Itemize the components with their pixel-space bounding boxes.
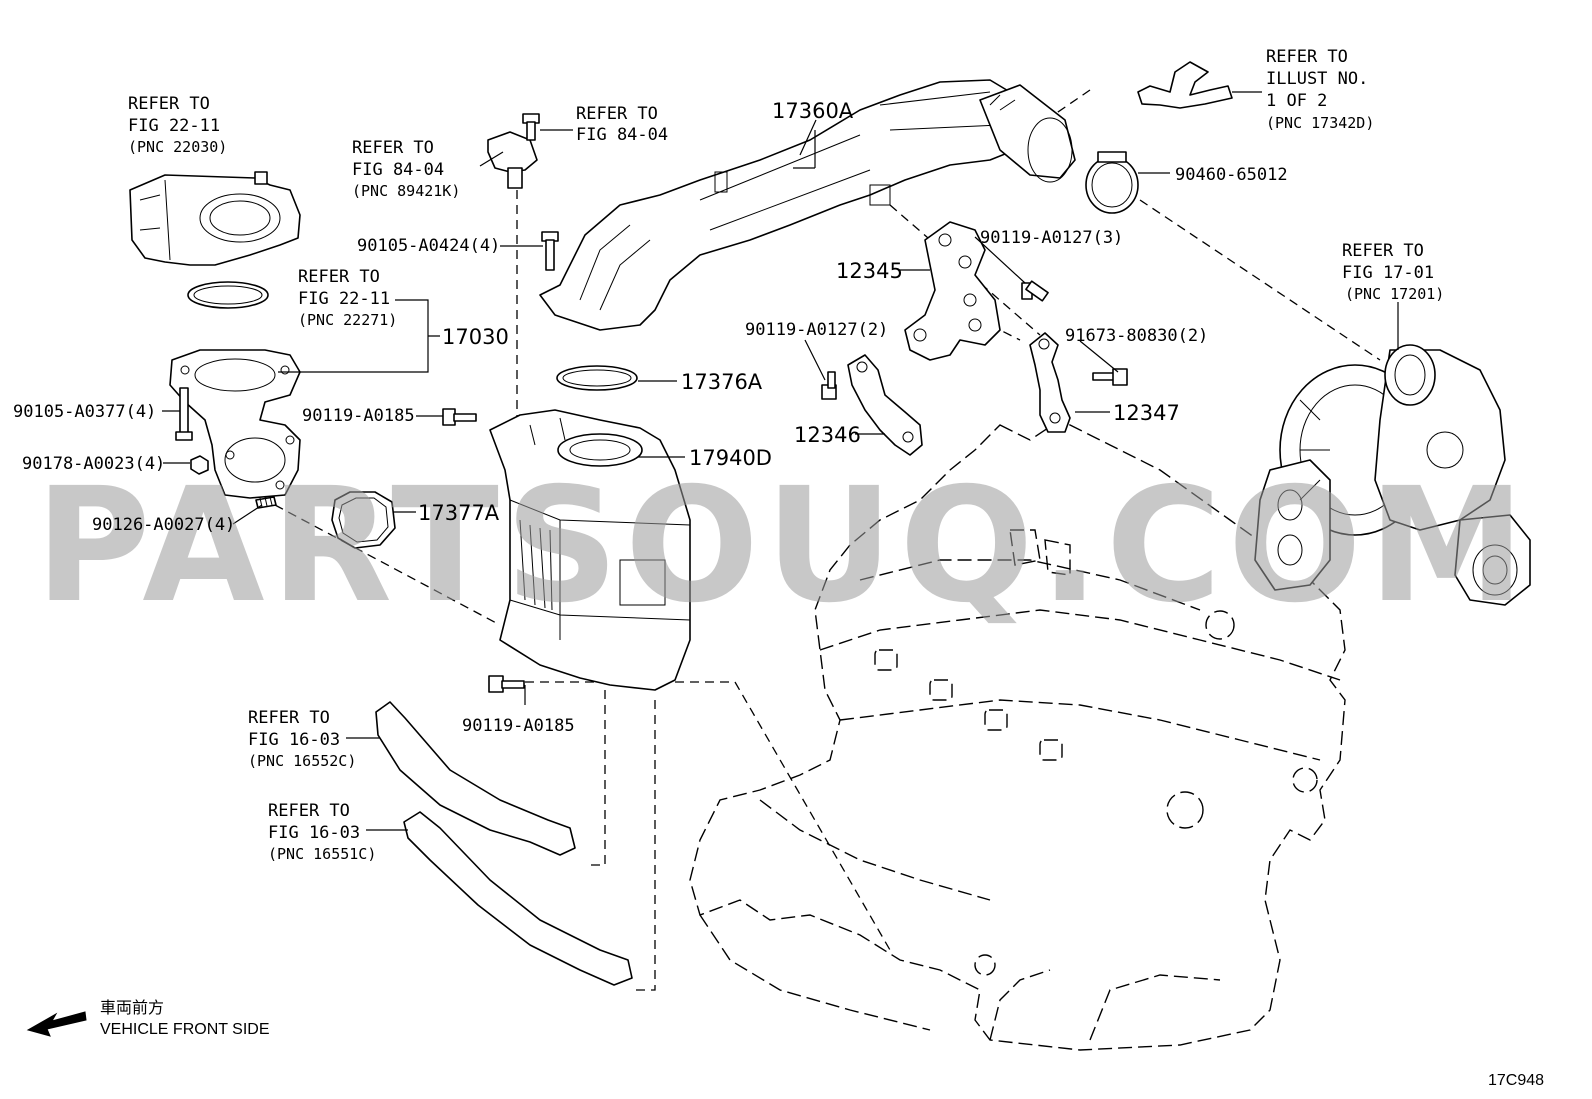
ref-pnc-22030: REFER TO FIG 22-11 (PNC 22030) xyxy=(128,94,227,156)
label-17940D: 17940D xyxy=(689,446,772,470)
engine-block-outline xyxy=(689,419,1346,1051)
svg-text:FIG 84-04: FIG 84-04 xyxy=(576,125,668,145)
bolt-90119-a0127-lower xyxy=(821,371,837,400)
hose-clamp-90460 xyxy=(1085,151,1139,214)
ref-pnc-16551c: REFER TO FIG 16-03 (PNC 16551C) xyxy=(268,801,376,863)
label-90126-a0027: 90126-A0027(4) xyxy=(92,515,235,535)
vehicle-front-arrow-icon xyxy=(26,1011,87,1037)
svg-text:(PNC 16551C): (PNC 16551C) xyxy=(268,845,376,863)
label-17376A: 17376A xyxy=(681,370,763,394)
hose-17342D xyxy=(1137,61,1233,109)
watermark: PARTSOUQ.COM xyxy=(35,454,1531,638)
intake-pipe-17360A xyxy=(539,79,1076,331)
label-90105-a0377: 90105-A0377(4) xyxy=(13,402,156,422)
ref-fig-84-04-bolt: REFER TO FIG 84-04 xyxy=(576,104,668,145)
svg-text:REFER TO: REFER TO xyxy=(128,94,210,114)
svg-text:(PNC 22271): (PNC 22271) xyxy=(298,311,397,329)
svg-text:FIG 16-03: FIG 16-03 xyxy=(248,730,340,750)
bracket-12347 xyxy=(1029,332,1071,433)
label-12346: 12346 xyxy=(794,423,861,447)
svg-text:1 OF 2: 1 OF 2 xyxy=(1266,91,1327,111)
hose-16551C xyxy=(403,811,633,986)
bolt-91673-80830 xyxy=(1092,368,1128,386)
svg-text:REFER TO: REFER TO xyxy=(298,267,380,287)
bolt-90119-a0185-lower xyxy=(488,675,525,693)
svg-text:(PNC 17201): (PNC 17201) xyxy=(1345,285,1444,303)
label-12347: 12347 xyxy=(1113,401,1180,425)
label-17377A: 17377A xyxy=(418,501,500,525)
svg-text:ILLUST NO.: ILLUST NO. xyxy=(1266,69,1368,89)
diagram-code: 17C948 xyxy=(1488,1072,1544,1089)
bracket-12346 xyxy=(847,354,923,456)
ref-pnc-17201: REFER TO FIG 17-01 (PNC 17201) xyxy=(1342,241,1444,303)
label-90178-a0023: 90178-A0023(4) xyxy=(22,454,165,474)
bolt-90105-a0424 xyxy=(541,231,559,271)
intercooler-17940D xyxy=(489,409,691,691)
label-90119-a0185-upper: 90119-A0185 xyxy=(302,406,415,426)
ref-pnc-22271: REFER TO FIG 22-11 (PNC 22271) xyxy=(298,267,397,329)
svg-text:REFER TO: REFER TO xyxy=(1342,241,1424,261)
svg-text:(PNC 89421K): (PNC 89421K) xyxy=(352,182,460,200)
direction-label-jp: 車両前方 xyxy=(100,999,164,1017)
ref-pnc-16552c: REFER TO FIG 16-03 (PNC 16552C) xyxy=(248,708,356,770)
svg-text:REFER TO: REFER TO xyxy=(248,708,330,728)
label-90105-a0424: 90105-A0424(4) xyxy=(357,236,500,256)
label-90119-a0127-3: 90119-A0127(3) xyxy=(980,228,1123,248)
turbocharger-17201 xyxy=(1254,344,1531,606)
label-90119-a0127-2: 90119-A0127(2) xyxy=(745,320,888,340)
label-90119-a0185-lower: 90119-A0185 xyxy=(462,716,575,736)
sensor-bolt xyxy=(522,113,540,141)
direction-label-en: VEHICLE FRONT SIDE xyxy=(100,1021,270,1038)
label-17360A: 17360A xyxy=(772,99,854,123)
gasket-17377A xyxy=(331,491,396,549)
label-91673-80830: 91673-80830(2) xyxy=(1065,326,1208,346)
throttle-adapter-17030 xyxy=(169,349,301,499)
svg-text:FIG 22-11: FIG 22-11 xyxy=(128,116,220,136)
bolt-90119-a0127-upper xyxy=(1021,280,1049,302)
bolt-90119-a0185-upper xyxy=(442,408,477,426)
svg-text:REFER TO: REFER TO xyxy=(1266,47,1348,67)
ref-pnc-89421k: REFER TO FIG 84-04 (PNC 89421K) xyxy=(352,138,460,200)
throttle-gasket-ring xyxy=(187,281,269,309)
svg-text:FIG 22-11: FIG 22-11 xyxy=(298,289,390,309)
svg-text:REFER TO: REFER TO xyxy=(268,801,350,821)
svg-text:FIG 17-01: FIG 17-01 xyxy=(1342,263,1434,283)
throttle-body xyxy=(129,171,301,266)
assembly-dashed-lines xyxy=(274,89,1381,991)
ref-pnc-17342d: REFER TO ILLUST NO. 1 OF 2 (PNC 17342D) xyxy=(1266,47,1374,132)
hose-16552C xyxy=(375,701,576,856)
label-12345: 12345 xyxy=(836,259,903,283)
nut-90178 xyxy=(190,455,209,475)
label-90460-65012: 90460-65012 xyxy=(1175,165,1288,185)
svg-text:FIG 16-03: FIG 16-03 xyxy=(268,823,360,843)
svg-text:FIG 84-04: FIG 84-04 xyxy=(352,160,444,180)
intake-sensor-89421 xyxy=(487,131,538,189)
svg-text:(PNC 17342D): (PNC 17342D) xyxy=(1266,114,1374,132)
svg-text:(PNC 22030): (PNC 22030) xyxy=(128,138,227,156)
svg-text:(PNC 16552C): (PNC 16552C) xyxy=(248,752,356,770)
label-17030: 17030 xyxy=(442,325,509,349)
svg-text:REFER TO: REFER TO xyxy=(352,138,434,158)
leader-lines xyxy=(162,91,1399,831)
svg-text:REFER TO: REFER TO xyxy=(576,104,658,124)
